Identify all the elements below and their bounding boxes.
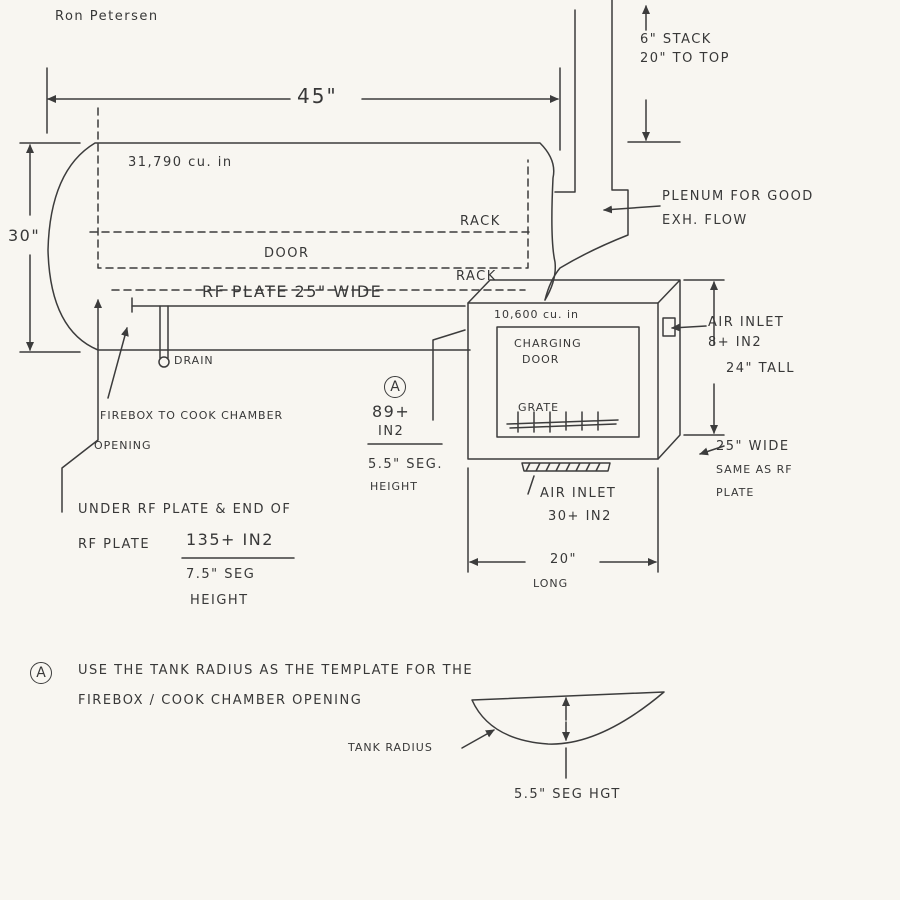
note-line2: Firebox / Cook chamber opening — [78, 693, 363, 708]
air-inlet-leader — [527, 475, 535, 495]
charging-door-label-line2: Door — [522, 353, 560, 366]
stack-outline — [544, 0, 629, 301]
leader-marker-a — [432, 329, 466, 421]
opening-label-line1: Firebox to Cook Chamber — [100, 409, 284, 422]
leader-under-plate — [61, 344, 99, 513]
tank-radius-arrow — [461, 729, 495, 749]
charging-door-label-line1: Charging — [514, 337, 582, 350]
opening-label-line2: Opening — [94, 439, 152, 452]
wide-25-label-line1: 25" wide — [716, 439, 790, 454]
marker-a: A — [384, 376, 406, 398]
cook-volume-label: 31,790 cu. in — [128, 155, 233, 170]
marker-a-area-line1: 89+ — [372, 402, 411, 421]
under-plate-seg-line1: 7.5" seg — [186, 567, 256, 582]
air-inlet-bottom-label-line1: Air inlet — [540, 486, 617, 501]
marker-a-area-line2: in2 — [378, 424, 405, 439]
plenum-label-line2: Exh. flow — [662, 213, 748, 228]
stack-label-line2: 20" to top — [640, 51, 730, 66]
air-inlet-bottom-label-line2: 30+ in2 — [548, 509, 612, 524]
segment-template — [471, 691, 665, 745]
seg-hgt-label: 5.5" seg hgt — [514, 787, 621, 802]
rack-lower-label: Rack — [456, 269, 497, 284]
bottom-air-inlet-icon — [521, 462, 611, 472]
plenum-arrow — [603, 205, 661, 214]
door-dashed-outline — [97, 107, 529, 269]
grate-icon — [506, 411, 619, 433]
under-plate-label-line2: RF plate — [78, 537, 151, 552]
under-plate-label-line1: Under RF plate & end of — [78, 502, 292, 517]
rf-plate-label: RF Plate 25" wide — [202, 282, 383, 301]
under-plate-area: 135+ in2 — [186, 530, 274, 549]
dim-25-arrow — [699, 445, 725, 456]
side-air-inlet-arrow — [671, 323, 707, 332]
marker-a-seg-line2: height — [370, 480, 418, 493]
charging-door-frame — [496, 326, 640, 438]
firebox-volume-label: 10,600 cu. in — [494, 308, 580, 321]
tank-radius-label: Tank Radius — [348, 741, 433, 754]
door-label: Door — [264, 246, 310, 261]
leader-opening — [107, 327, 129, 399]
note-line1: Use the tank radius as the template for … — [78, 663, 474, 678]
plenum-label-line1: Plenum for good — [662, 189, 814, 204]
under-plate-seg-line2: height — [190, 593, 249, 608]
side-air-inlet-icon — [662, 317, 676, 337]
drain-valve-icon — [158, 356, 170, 368]
long-20-label-line1: 20" — [550, 552, 578, 567]
dim-label-30: 30" — [8, 226, 41, 245]
rack-upper-label: Rack — [460, 214, 501, 229]
wide-25-label-line2: same as RF — [716, 463, 793, 476]
marker-a-seg-line1: 5.5" seg. — [368, 457, 443, 472]
author-name: Ron Petersen — [55, 9, 159, 24]
tall-24-label: 24" tall — [726, 361, 795, 376]
dim-label-45: 45" — [297, 84, 338, 108]
drain-label: Drain — [174, 354, 214, 367]
air-inlet-side-label-line1: Air inlet — [708, 315, 785, 330]
stack-label-line1: 6" Stack — [640, 32, 712, 47]
firebox-side — [467, 279, 681, 460]
air-inlet-side-label-line2: 8+ in2 — [708, 335, 763, 350]
note-marker: A — [30, 662, 52, 684]
firebox-front — [467, 302, 659, 460]
wide-25-label-line3: plate — [716, 486, 755, 499]
grate-label: Grate — [518, 401, 560, 414]
long-20-label-line2: Long — [533, 577, 569, 590]
